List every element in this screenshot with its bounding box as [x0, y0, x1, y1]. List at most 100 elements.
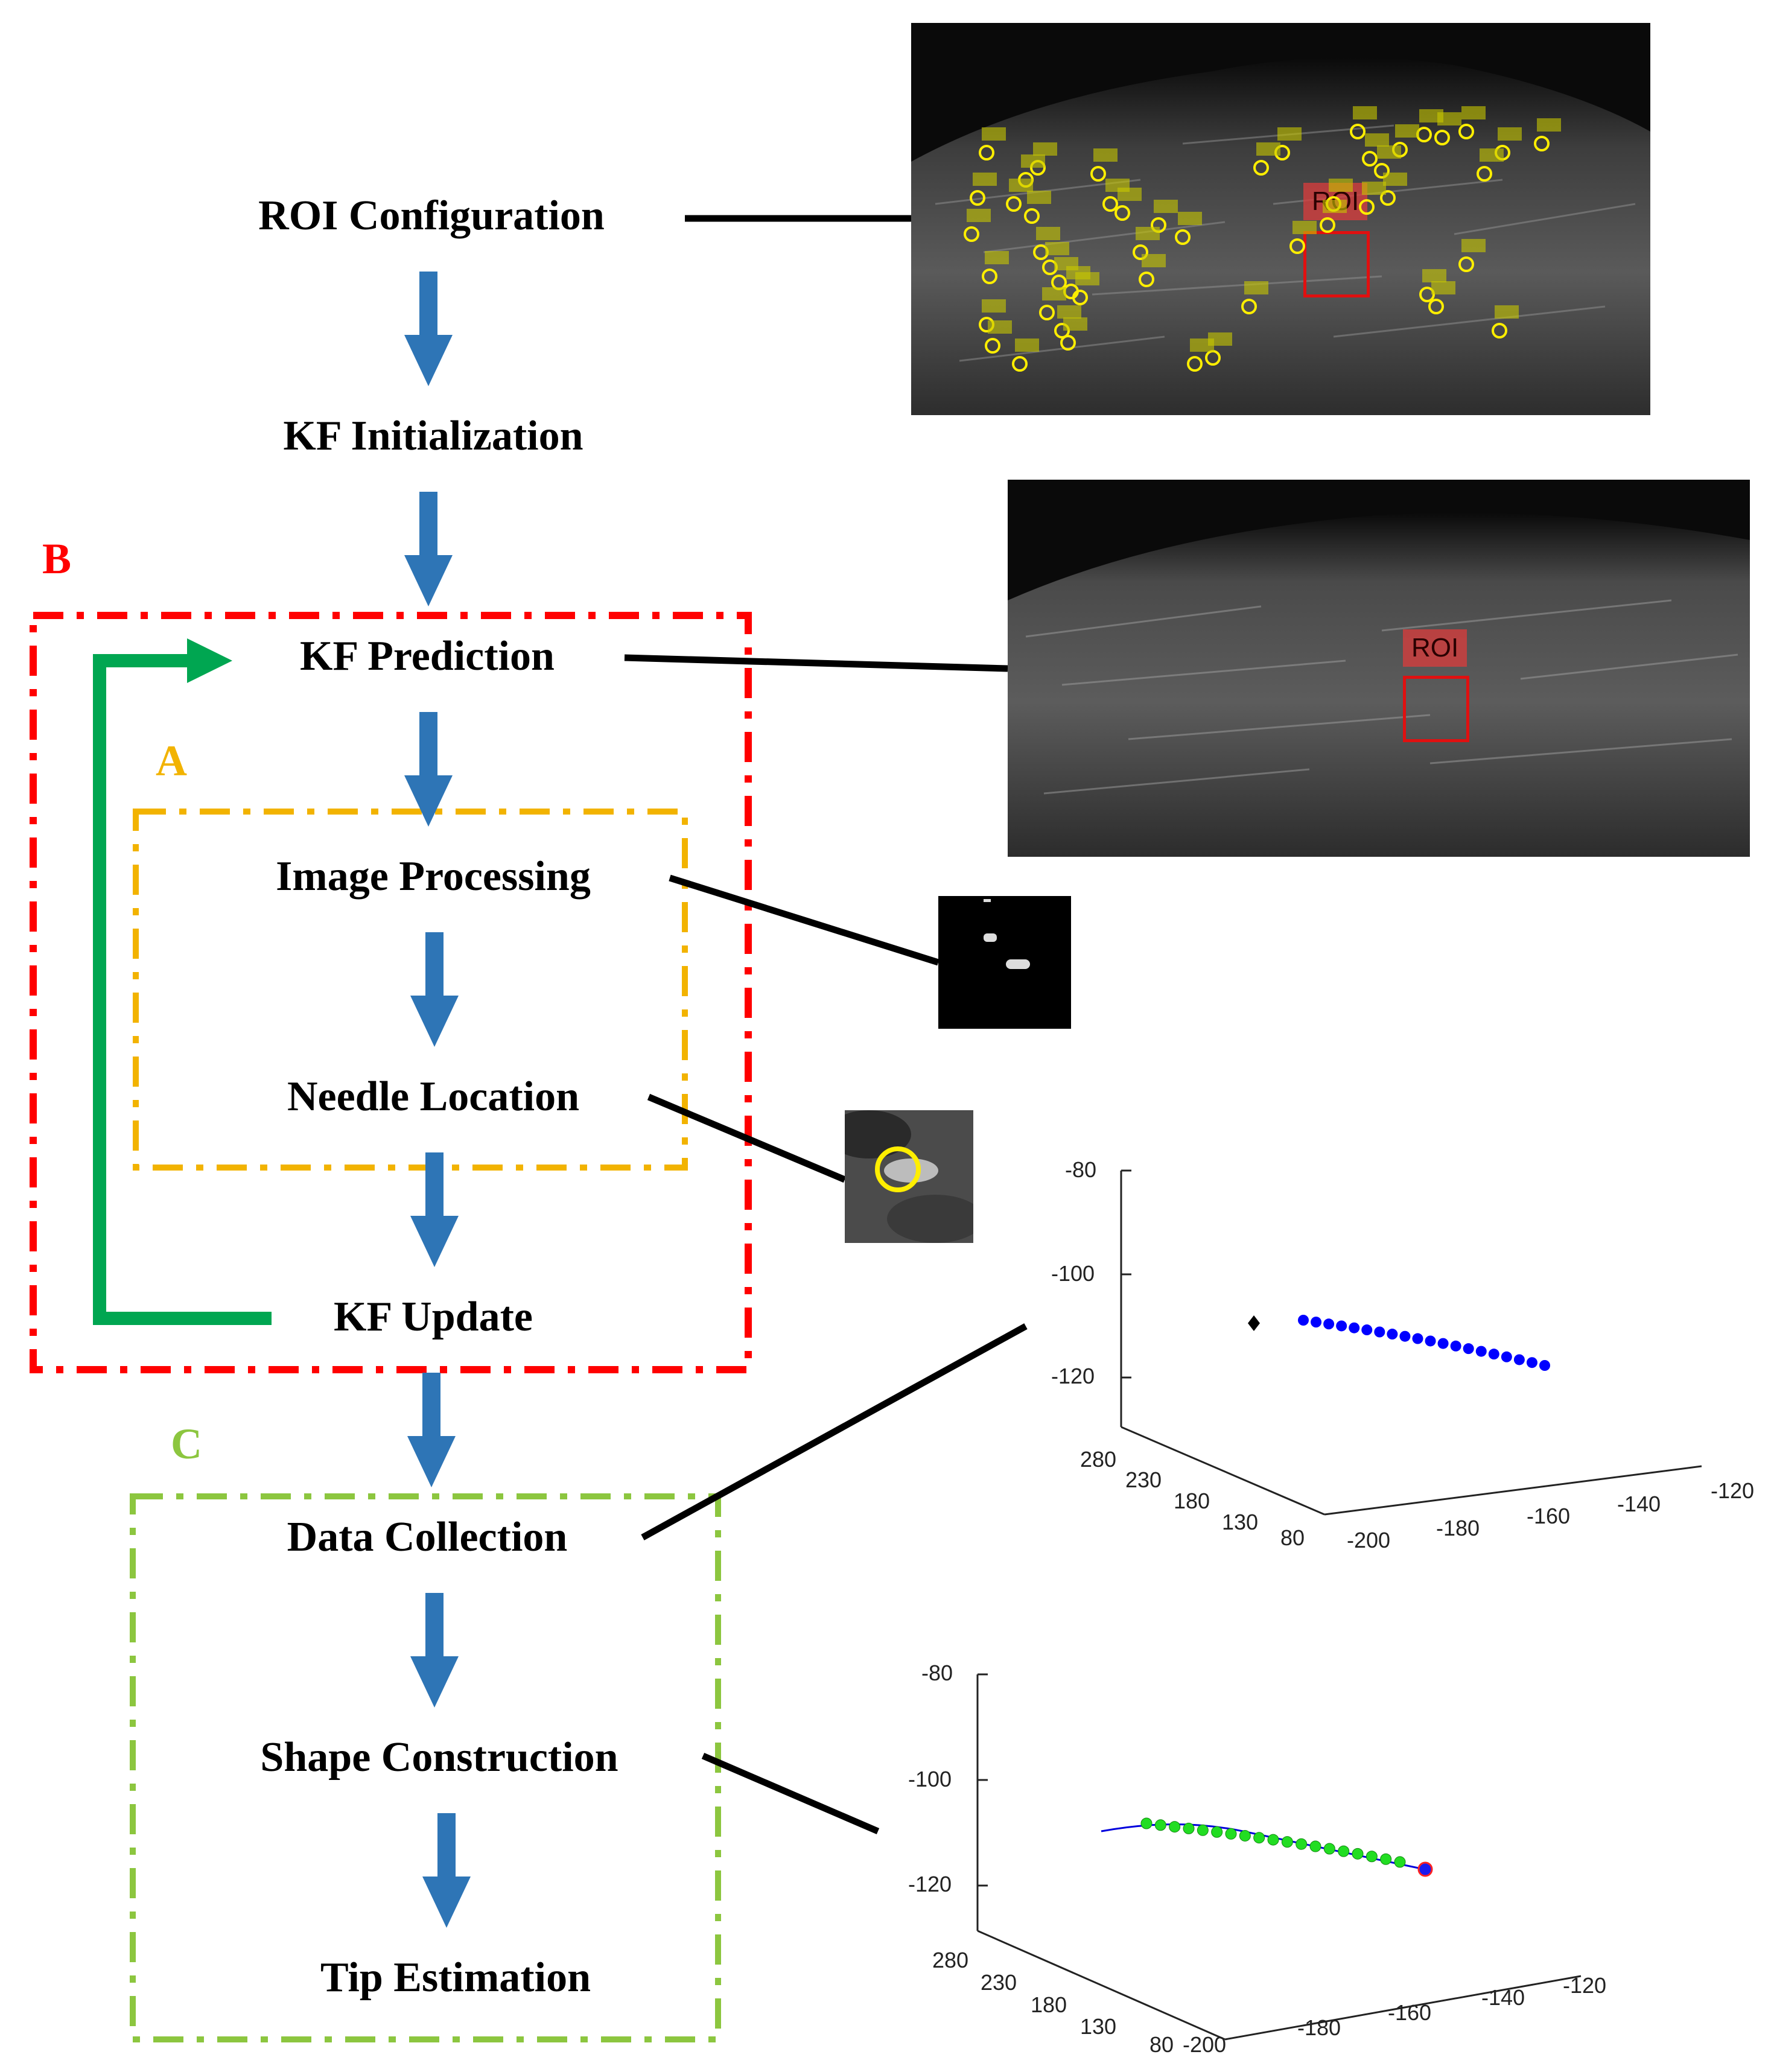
- plot2-x-tick: -160: [1388, 2000, 1432, 2025]
- feature-point-marker: [1458, 256, 1474, 272]
- feature-point-marker: [1175, 229, 1191, 245]
- feature-point-tag: [1395, 124, 1419, 138]
- feature-point-marker: [1350, 124, 1366, 139]
- feature-point-marker: [1458, 124, 1474, 139]
- plot2-x-tick: -180: [1297, 2015, 1341, 2040]
- ultrasound-roi-config-image: ROI: [911, 23, 1650, 415]
- feature-point-tag: [1244, 281, 1268, 294]
- plot2-axes: [976, 1673, 1582, 2041]
- plot2-point: [1267, 1834, 1279, 1846]
- plot1-x-tick: -200: [1347, 1528, 1391, 1552]
- feature-point-tag: [1042, 287, 1066, 300]
- plot2-y-tick: 180: [1031, 1992, 1067, 2017]
- feature-point-marker: [1090, 166, 1106, 182]
- plot1-point: [1323, 1318, 1335, 1330]
- plot2-point: [1296, 1838, 1308, 1850]
- feature-point-tag: [967, 209, 991, 222]
- arrow-2: [404, 492, 453, 606]
- feature-point-marker: [1012, 356, 1028, 372]
- arrow-1: [404, 272, 453, 386]
- plot1-tip-marker: [1248, 1315, 1260, 1331]
- feature-point-marker: [1492, 323, 1507, 338]
- plot2-point: [1281, 1836, 1293, 1848]
- plot1-x-tick: -180: [1436, 1516, 1480, 1540]
- plot2-point: [1140, 1817, 1153, 1829]
- feature-point-marker: [982, 269, 997, 284]
- step-kf-initialization: KF Initialization: [283, 413, 583, 459]
- connector-prediction: [624, 654, 1008, 672]
- feature-point-tag: [1075, 272, 1099, 285]
- feature-point-tag: [1118, 188, 1142, 201]
- needle-location-patch: [845, 1110, 973, 1243]
- feature-point-marker: [1320, 217, 1335, 233]
- plot1-point: [1450, 1340, 1461, 1352]
- feature-point-tag: [1063, 317, 1087, 331]
- feature-point-marker: [1102, 196, 1118, 212]
- plot1-point: [1412, 1333, 1423, 1344]
- step-kf-prediction: KF Prediction: [300, 633, 555, 679]
- connector-collection: [641, 1323, 1028, 1540]
- plot2-y-tick: 80: [1149, 2032, 1174, 2057]
- plot1-point: [1425, 1335, 1436, 1347]
- plot2-point: [1352, 1848, 1364, 1860]
- feature-point-marker: [1241, 299, 1257, 314]
- blob-1: [984, 899, 991, 902]
- feature-point-marker: [1024, 208, 1040, 224]
- plot2-point: [1380, 1853, 1392, 1865]
- plot1-point: [1361, 1324, 1373, 1336]
- plot1-z-tick: -80: [1065, 1157, 1097, 1182]
- plot2-point: [1338, 1845, 1350, 1857]
- step-shape-construction: Shape Construction: [260, 1734, 618, 1781]
- group-b-box: [30, 612, 752, 1373]
- plot1-y-tick: 130: [1222, 1510, 1259, 1534]
- arrow-4: [410, 932, 459, 1047]
- plot2-z-tick: -100: [908, 1767, 952, 1791]
- plot1-axes: [1120, 1169, 1702, 1516]
- feature-point-marker: [1362, 151, 1378, 167]
- feature-point-tag: [1009, 179, 1033, 192]
- feature-point-tag: [1154, 200, 1178, 213]
- plot2-z-tick: -120: [908, 1872, 952, 1896]
- feature-point-tag: [1365, 133, 1389, 147]
- plot2-point: [1211, 1826, 1223, 1838]
- plot2-tip-marker: [1417, 1861, 1433, 1877]
- plot2-point: [1239, 1829, 1251, 1842]
- plot2-y-tick: 230: [981, 1970, 1017, 1995]
- group-a-box: [133, 809, 688, 1171]
- plot1-y-tick: 230: [1125, 1467, 1162, 1492]
- group-b-label: B: [42, 535, 72, 583]
- flow-arrows: [404, 272, 471, 1928]
- feature-point-marker: [1253, 160, 1269, 176]
- plot1-x-tick: -140: [1617, 1492, 1661, 1516]
- feature-point-marker: [1477, 166, 1492, 182]
- roi-box-2: [1403, 676, 1469, 742]
- group-c-box: [130, 1493, 721, 2042]
- feature-point-marker: [1434, 130, 1450, 145]
- feature-point-marker: [1416, 127, 1432, 142]
- feature-point-marker: [1006, 196, 1022, 212]
- plot2-y-tick: 280: [932, 1948, 969, 1972]
- plot1-point: [1513, 1354, 1525, 1365]
- feature-point-tag: [1422, 269, 1446, 282]
- feature-point-tag: [1033, 142, 1057, 156]
- plot1-point: [1463, 1343, 1474, 1355]
- step-needle-location: Needle Location: [287, 1073, 580, 1120]
- needle-marker-circle: [875, 1146, 921, 1192]
- feature-point-tag: [982, 127, 1006, 141]
- plot1-y-tick: 280: [1080, 1447, 1117, 1472]
- feature-point-marker: [1060, 335, 1076, 351]
- plot1-y-tick: 80: [1280, 1525, 1305, 1550]
- plot2-point: [1309, 1840, 1321, 1852]
- plot2-point: [1183, 1822, 1195, 1834]
- feature-point-marker: [1534, 136, 1550, 151]
- feature-point-tag: [1045, 242, 1069, 255]
- connector-lines: [624, 215, 1028, 1835]
- plot1-point: [1349, 1322, 1360, 1333]
- feature-point-tag: [973, 173, 997, 186]
- plot1-z-tick: -100: [1051, 1261, 1095, 1286]
- feature-point-tag: [1027, 191, 1051, 204]
- needle-patch-texture: [845, 1110, 973, 1243]
- step-kf-update: KF Update: [334, 1294, 533, 1340]
- feature-point-tag: [1480, 148, 1504, 162]
- roi-label-tag-2: ROI: [1403, 629, 1467, 667]
